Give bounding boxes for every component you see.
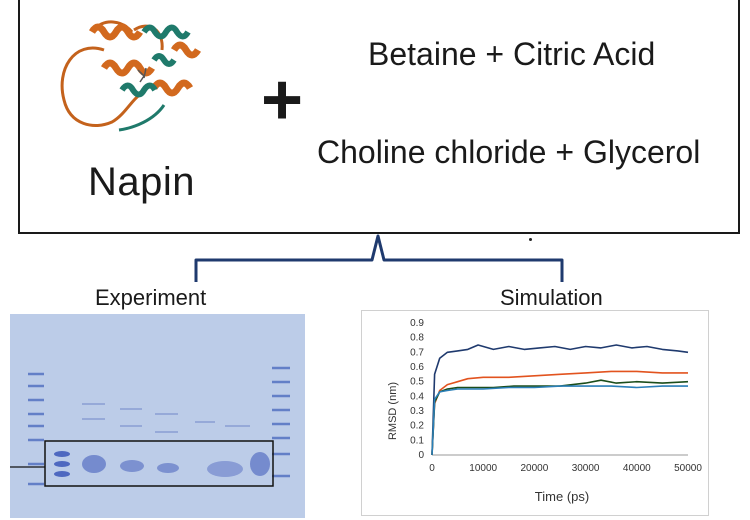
x-axis-label: Time (ps) [535, 489, 589, 504]
y-tick-label: 0.2 [410, 421, 424, 432]
ladder-left [28, 372, 44, 486]
highlight-box [44, 440, 274, 487]
axes: 0 10000 20000 30000 40000 50000 0 0.1 0.2 0.3 0.4 0… [410, 318, 702, 474]
y-tick-label: 0.5 [410, 377, 424, 388]
top-panel: Napin + Betaine + Citric Acid Choline ch… [18, 0, 740, 234]
napin-protein-structure [60, 20, 202, 132]
napin-bands [54, 451, 270, 477]
y-tick-label: 0.7 [410, 347, 424, 358]
branch-bracket [194, 234, 564, 282]
plus-sign: + [261, 60, 304, 140]
x-tick-label: 40000 [623, 463, 651, 474]
x-tick-label: 50000 [674, 463, 702, 474]
y-tick-label: 0.8 [410, 333, 424, 344]
series-line-4 [431, 385, 688, 456]
rmsd-chart: 0 10000 20000 30000 40000 50000 0 0.1 0.2 0.3 0.4 0… [361, 310, 709, 516]
x-tick-label: 0 [429, 463, 435, 474]
y-tick-label: 0.3 [410, 406, 424, 417]
y-tick-label: 0.9 [410, 318, 424, 329]
y-tick-label: 0.6 [410, 362, 424, 373]
x-tick-label: 30000 [572, 463, 600, 474]
protein-label: Napin [88, 160, 196, 204]
rmsd-chart-plot: 0 10000 20000 30000 40000 50000 0 0.1 0.2 0.3 0.4 0… [387, 318, 702, 504]
ladder-right [272, 366, 290, 478]
experiment-title: Experiment [95, 285, 207, 310]
stray-dot [529, 238, 532, 241]
simulation-title: Simulation [500, 285, 603, 310]
mixture-betaine-citric-acid: Betaine + Citric Acid [368, 36, 656, 72]
sds-page-gel-image [10, 314, 305, 518]
series [431, 344, 689, 456]
y-tick-label: 0.1 [410, 435, 424, 446]
mixture-choline-chloride-glycerol: Choline chloride + Glycerol [317, 134, 701, 170]
y-tick-label: 0.4 [410, 391, 424, 402]
series-line-1 [431, 344, 689, 456]
series-line-2 [431, 370, 688, 456]
y-axis-label: RMSD (nm) [387, 382, 399, 440]
x-tick-label: 10000 [469, 463, 497, 474]
series-line-3 [431, 379, 689, 456]
x-tick-label: 20000 [520, 463, 548, 474]
sample-lanes-faint [82, 403, 250, 433]
y-tick-label: 0 [418, 450, 424, 461]
